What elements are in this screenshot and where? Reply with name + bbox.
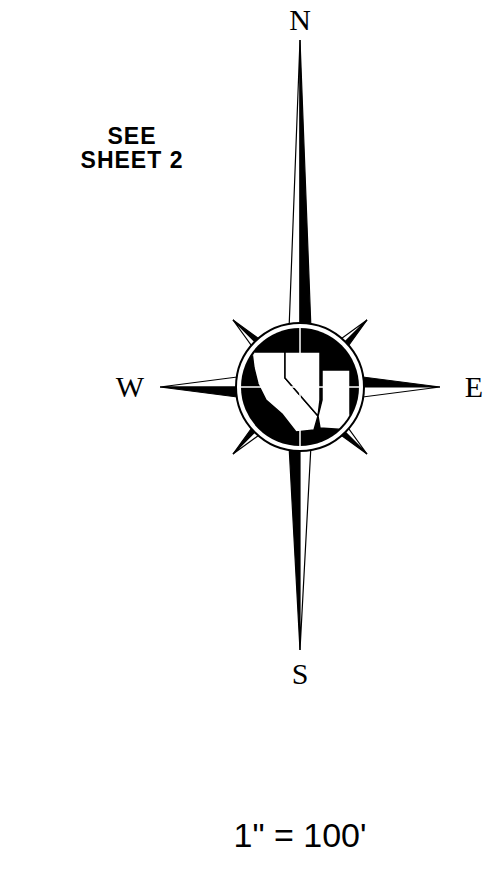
sheet-reference: SEE SHEET 2	[67, 124, 197, 172]
compass-point: S	[292, 658, 309, 690]
compass-point: W	[116, 371, 144, 403]
compass-point: E	[465, 371, 483, 403]
scale-note: 1" = 100'	[234, 818, 367, 854]
compass-point: N	[289, 4, 311, 36]
